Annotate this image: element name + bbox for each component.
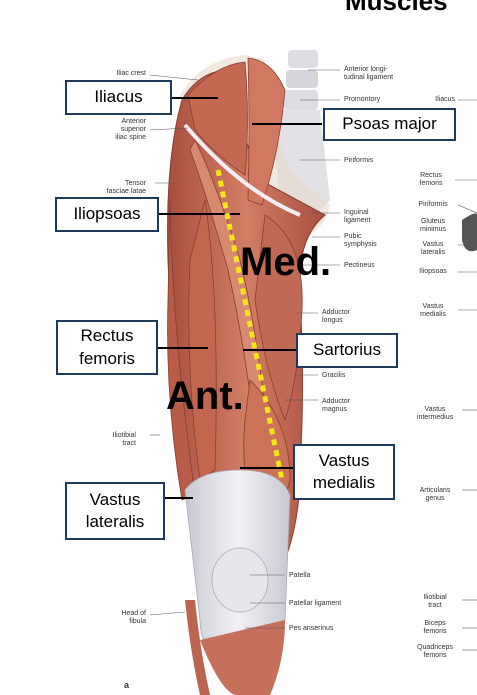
inguinal-ligament — [183, 123, 301, 217]
label-inguinal-ligament: Inguinal ligament — [344, 209, 371, 224]
callout-sartorius: Sartorius — [296, 333, 398, 368]
callout-iliacus: Iliacus — [65, 80, 172, 115]
label-patella: Patella — [289, 572, 311, 579]
label-tensor-fasciae-latae: Tensor fasciae latae — [106, 180, 146, 195]
patella — [211, 547, 269, 613]
label-asis: Anterior superior iliac spine — [115, 118, 146, 141]
label-patellar-ligament: Patellar ligament — [289, 600, 342, 607]
medial-anterior-divider — [215, 169, 285, 481]
psoas-major-muscle — [247, 57, 286, 206]
medial-region-label: Med. — [240, 240, 332, 284]
label-pes-anserinus: Pes anserinus — [289, 625, 334, 632]
label-right-gluteus-minimus: Gluteus minimus — [419, 218, 447, 233]
iliacus-muscle — [187, 61, 248, 176]
label-right-quadriceps-femoris: Quadriceps femoris — [417, 644, 453, 659]
lower-leg — [200, 620, 285, 695]
label-right-vastus-medialis: Vastus medialis — [420, 303, 446, 318]
label-right-biceps-femoris: Biceps femoris — [423, 620, 447, 635]
label-right-vastus-lateralis: Vastus lateralis — [420, 241, 446, 256]
label-promontory: Promontory — [344, 96, 381, 103]
label-right-iliotibial-tract: Iliotibial tract — [423, 594, 447, 609]
label-gracilis: Gracilis — [322, 372, 346, 379]
partial-right-illustration — [462, 213, 477, 252]
figure-letter: a — [124, 680, 130, 690]
label-right-iliopsoas: Iliopsoas — [419, 268, 447, 275]
callout-vastus-lateralis: Vastus lateralis — [65, 482, 165, 540]
label-right-vastus-intermedius: Vastus intermedius — [416, 406, 454, 421]
label-right-rectus-femoris: Rectus femoris — [419, 172, 443, 187]
adductor-muscles — [254, 214, 303, 422]
anterior-region-label: Ant. — [166, 374, 244, 418]
rectus-femoris-muscle — [188, 199, 217, 481]
label-pubic-symphysis: Pubic symphysis — [344, 233, 377, 248]
label-anterior-longitudinal-ligament: Anterior longi- tudinal ligament — [344, 66, 394, 81]
label-adductor-magnus: Adductor magnus — [322, 398, 351, 413]
label-adductor-longus: Adductor longus — [322, 309, 351, 324]
label-right-articularis-genus: Articularis genus — [419, 487, 451, 502]
label-right-iliacus: Iliacus — [435, 96, 455, 103]
leader-lines — [149, 69, 477, 651]
label-iliac-crest: Iliac crest — [116, 70, 146, 77]
label-right-piriformis: Piriformis — [418, 201, 448, 208]
callout-vastus-medialis: Vastus medialis — [293, 444, 395, 500]
label-head-of-fibula: Head of fibula — [121, 610, 146, 625]
label-iliotibial-tract-left: Iliotibial tract — [112, 432, 136, 447]
callout-psoas-major: Psoas major — [323, 108, 456, 141]
label-piriformis: Piriformis — [344, 157, 374, 164]
callout-rectus-femoris: Rectus femoris — [56, 320, 158, 375]
label-pectineus: Pectineus — [344, 262, 375, 269]
page-title: Muscles — [345, 0, 448, 16]
callout-iliopsoas: Iliopsoas — [55, 197, 159, 232]
